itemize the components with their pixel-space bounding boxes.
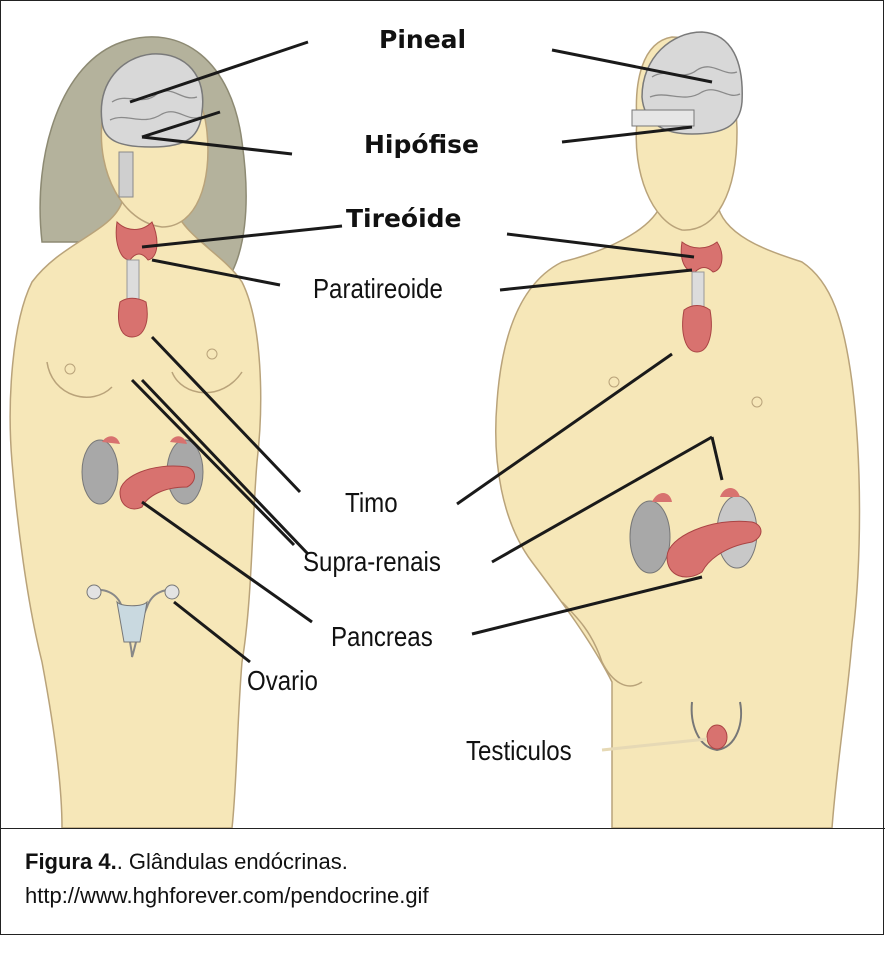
label-pineal: Pineal <box>379 25 467 54</box>
caption-box: Figura 4.. Glândulas endócrinas. http://… <box>1 828 885 936</box>
caption-figure-number: Figura 4. <box>25 849 117 874</box>
label-pancreas: Pancreas <box>331 621 433 652</box>
male-body <box>495 201 861 828</box>
female-kidney-left <box>81 439 119 505</box>
female-brain <box>100 53 204 148</box>
leader-lines <box>129 40 724 752</box>
label-hipofise: Hipófise <box>364 130 479 159</box>
female-body <box>9 201 262 828</box>
label-supra-renais: Supra-renais <box>303 546 441 577</box>
endocrine-svg <box>9 31 861 828</box>
caption-title-text: . Glândulas endócrinas. <box>116 849 348 874</box>
caption-title: Figura 4.. Glândulas endócrinas. <box>25 849 348 875</box>
label-ovario: Ovario <box>247 665 318 696</box>
label-paratireoide: Paratireoide <box>313 273 443 304</box>
female-thymus <box>118 297 148 338</box>
label-timo: Timo <box>345 487 398 518</box>
label-tireoide: Tireóide <box>346 204 462 233</box>
male-figure <box>495 31 861 828</box>
female-ovary-right <box>164 584 180 600</box>
female-uterus <box>91 589 178 658</box>
male-pancreas <box>666 520 762 578</box>
caption-source-url[interactable]: http://www.hghforever.com/pendocrine.gif <box>25 883 429 908</box>
male-thymus <box>682 305 712 353</box>
female-thyroid <box>115 220 158 261</box>
male-testes <box>690 701 743 752</box>
female-pancreas <box>119 465 195 510</box>
male-kidney-left <box>629 500 671 574</box>
male-brain <box>641 31 743 135</box>
endocrine-illustration <box>2 2 884 828</box>
figure-frame: Pineal Hipófise Tireóide Paratireoide Ti… <box>0 0 885 936</box>
female-ovary-left <box>86 584 102 600</box>
female-figure <box>9 36 262 828</box>
label-testiculos: Testiculos <box>466 735 572 766</box>
